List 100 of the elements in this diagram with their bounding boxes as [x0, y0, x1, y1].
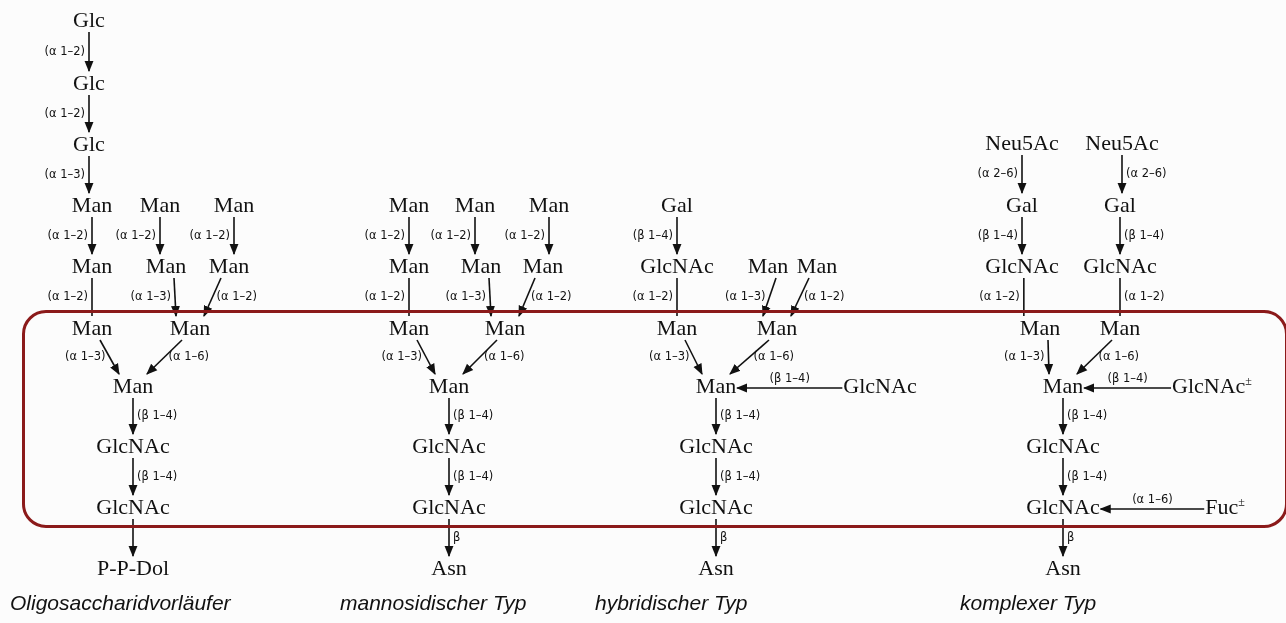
edge-label: (α 1–2)	[1124, 291, 1165, 303]
sugar-residue: GlcNAc	[985, 255, 1059, 277]
edge-label: (α 1–2)	[216, 291, 258, 303]
sugar-residue: GlcNAc	[1026, 496, 1100, 518]
linkage-arrow	[155, 216, 165, 256]
linkage-arrow	[1017, 154, 1027, 195]
sugar-residue: GlcNAc	[96, 435, 170, 457]
linkage-arrow	[711, 397, 721, 436]
edge-label: (β 1–4)	[137, 470, 178, 482]
sugar-residue: Man	[460, 255, 502, 277]
structure-type-caption: mannosidischer Typ	[340, 591, 527, 615]
linkage-arrow	[128, 518, 138, 558]
linkage-arrow	[128, 397, 138, 436]
linkage-arrow	[1058, 457, 1068, 497]
sugar-residue: Man	[139, 194, 181, 216]
linkage-arrow	[404, 216, 414, 256]
structure-type-caption: komplexer Typ	[960, 591, 1097, 615]
sugar-residue: Gal	[1104, 194, 1136, 216]
sugar-residue: Man	[522, 255, 564, 277]
sugar-residue: Man	[428, 375, 470, 397]
edge-label: (α 1–2)	[44, 107, 85, 119]
linkage-arrow	[416, 339, 436, 375]
linkage-arrow	[711, 518, 721, 558]
edge-label: (α 1–2)	[115, 229, 156, 241]
edge-label: (β 1–4)	[137, 410, 178, 422]
sugar-residue: GlcNAc	[1083, 255, 1157, 277]
linkage-arrow	[87, 216, 97, 256]
sugar-residue: Man	[71, 255, 113, 277]
edge-label: (α 1–3)	[648, 351, 690, 363]
edge-label: (β 1–4)	[720, 410, 761, 422]
linkage-arrow	[762, 277, 777, 318]
structure-type-caption: hybridischer Typ	[595, 591, 748, 615]
linkage-arrow	[84, 31, 94, 73]
sugar-residue: Asn	[698, 557, 734, 579]
edge-label: (β 1–4)	[720, 470, 761, 482]
edge-label: (α 1–6)	[168, 351, 210, 363]
edge-label: (α 1–3)	[44, 168, 85, 180]
linkage-arrow	[711, 457, 721, 497]
linkage-arrow	[229, 216, 239, 256]
edge-label: (β 1–4)	[1124, 229, 1165, 241]
edge-label: (α 1–2)	[364, 291, 405, 303]
edge-label: (α 1–2)	[44, 45, 85, 57]
linkage-arrow	[470, 216, 480, 256]
linkage-arrow	[1058, 397, 1068, 436]
sugar-residue: Man	[112, 375, 154, 397]
sugar-residue: Man	[656, 317, 698, 339]
linkage-arrow	[1058, 518, 1068, 558]
sugar-residue: Man	[71, 317, 113, 339]
sugar-residue: GlcNAc	[843, 375, 917, 397]
sugar-residue: Man	[213, 194, 255, 216]
linkage-arrow	[444, 397, 454, 436]
sugar-residue: Man	[169, 317, 211, 339]
edge-label: (β 1–4)	[453, 410, 494, 422]
edge-label: (α 1–3)	[1003, 351, 1045, 363]
edge-label: (α 1–2)	[804, 291, 845, 303]
edge-label: (α 1–3)	[64, 351, 106, 363]
core-region-frame	[22, 310, 1286, 528]
sugar-residue: Man	[1019, 317, 1061, 339]
edge-label: β	[453, 531, 461, 543]
sugar-residue: Man	[796, 255, 838, 277]
sugar-residue: Man	[388, 317, 430, 339]
edge-label: (α 1–3)	[724, 291, 766, 303]
sugar-residue: GlcNAc	[412, 496, 486, 518]
sugar-residue: Glc	[73, 9, 105, 31]
linkage-arrow	[518, 277, 536, 318]
linkage-arrow	[544, 216, 554, 256]
linkage-arrow	[444, 518, 454, 558]
sugar-residue: Fuc$^{±}$	[1205, 495, 1245, 519]
linkage-arrow	[1017, 216, 1027, 256]
edge-label: (α 1–6)	[1098, 351, 1140, 363]
linkage-arrow	[486, 277, 495, 318]
sugar-residue: Man	[1042, 375, 1084, 397]
linkage-arrow	[146, 339, 183, 375]
edge-label: (β 1–4)	[632, 229, 673, 241]
edge-label: (α 1–6)	[484, 351, 525, 363]
linkage-arrow	[1076, 339, 1113, 375]
sugar-residue: GlcNAc	[640, 255, 714, 277]
linkage-arrow	[99, 339, 120, 375]
edge-label: (α 2–6)	[977, 168, 1018, 180]
linkage-arrow	[672, 216, 682, 256]
sugar-residue: Gal	[661, 194, 693, 216]
edge-label: (α 1–2)	[632, 291, 673, 303]
edge-label: (α 1–6)	[1132, 494, 1173, 506]
linkage-arrow	[1044, 339, 1054, 376]
edge-label: (α 1–2)	[47, 291, 88, 303]
edge-label: (β 1–4)	[1107, 373, 1148, 385]
edge-label: (β 1–4)	[1067, 410, 1108, 422]
sugar-residue: Gal	[1006, 194, 1038, 216]
sugar-residue: Man	[145, 255, 187, 277]
linkage-arrow	[203, 277, 222, 317]
edge-label: (β 1–4)	[453, 470, 494, 482]
sugar-residue: Neu5Ac	[1085, 132, 1159, 154]
linkage-arrow	[1117, 154, 1127, 195]
edge-label: (α 1–3)	[130, 291, 171, 303]
edge-label: (α 1–3)	[445, 291, 486, 303]
linkage-arrow	[84, 94, 94, 134]
sugar-residue: GlcNAc	[1026, 435, 1100, 457]
edge-label: (α 1–6)	[753, 351, 795, 363]
sugar-residue: Man	[1099, 317, 1141, 339]
linkage-arrow	[171, 277, 180, 318]
